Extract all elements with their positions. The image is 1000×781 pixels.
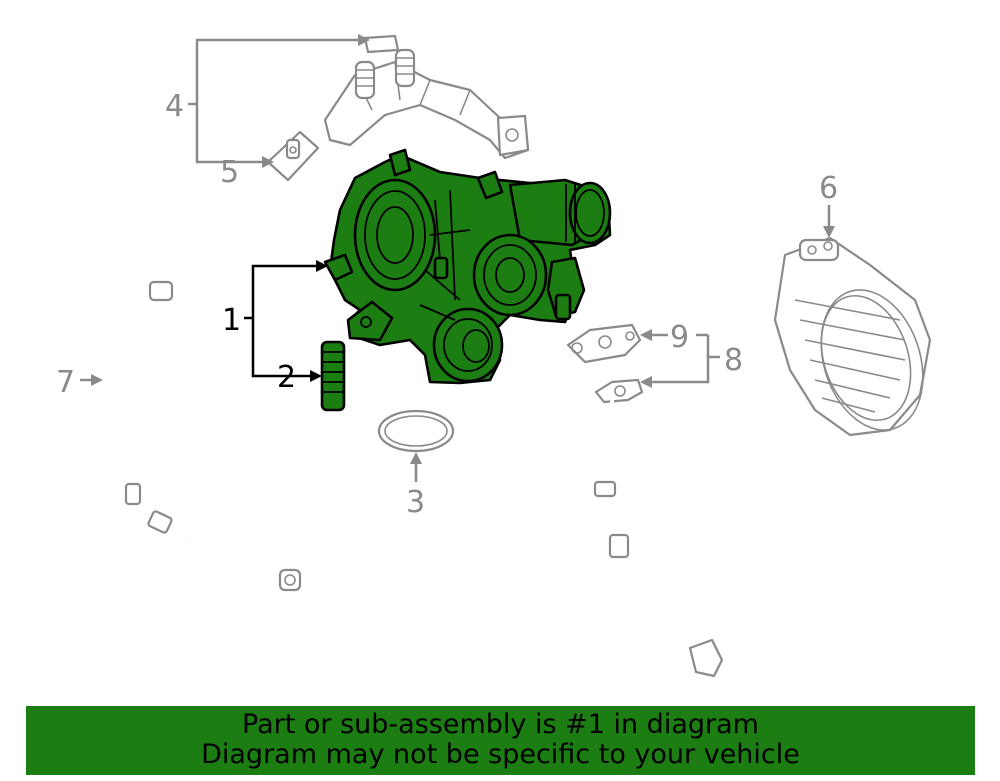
callout-8: 8 <box>724 343 743 378</box>
part-4-bracket[interactable] <box>323 34 530 160</box>
callout-3: 3 <box>406 485 425 520</box>
part-5-clip[interactable] <box>266 130 320 182</box>
callout-4: 4 <box>165 89 184 124</box>
banner-line-2: Diagram may not be specific to your vehi… <box>201 739 800 770</box>
part-9-flange-gasket[interactable] <box>566 323 642 364</box>
part-1-turbocharger[interactable] <box>323 148 612 385</box>
callout-5: 5 <box>220 155 239 190</box>
banner-line-1: Part or sub-assembly is #1 in diagram <box>242 709 759 740</box>
parts-diagram: 1 2 3 4 5 6 7 8 9 <box>56 34 940 678</box>
callout-7: 7 <box>56 365 75 400</box>
part-2-stud[interactable] <box>320 340 346 412</box>
notice-banner: Part or sub-assembly is #1 in diagram Di… <box>26 706 975 775</box>
callout-2: 2 <box>277 360 296 395</box>
callout-6: 6 <box>819 171 838 206</box>
part-3-gasket[interactable] <box>377 409 455 453</box>
part-8-return-pipe[interactable] <box>593 378 724 678</box>
callout-1: 1 <box>222 303 241 338</box>
part-6-intake-boot[interactable] <box>773 236 940 443</box>
callout-9: 9 <box>670 320 689 355</box>
part-7-oil-line[interactable] <box>98 270 302 592</box>
